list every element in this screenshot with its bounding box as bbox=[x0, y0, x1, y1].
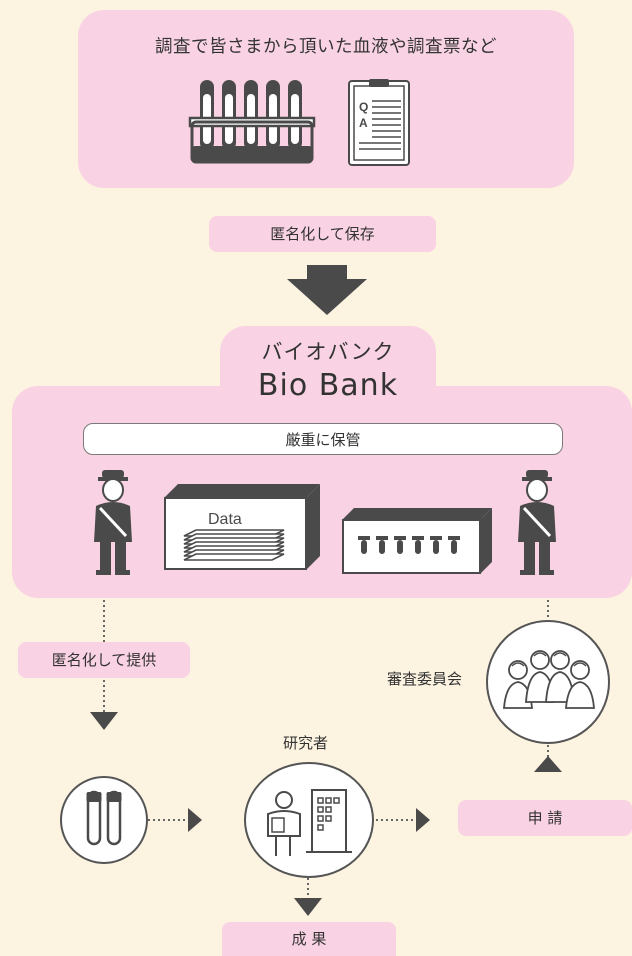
question-mark-q: Q bbox=[359, 100, 368, 114]
down-arrow-icon bbox=[287, 265, 367, 315]
arrow-down-to-sample bbox=[90, 712, 118, 730]
sample-tubes-icon bbox=[86, 790, 122, 846]
researcher-circle bbox=[244, 762, 374, 878]
arrow-right-to-researcher bbox=[188, 808, 202, 832]
anonymize-store-label: 匿名化して保存 bbox=[209, 216, 436, 252]
sample-tubes-circle bbox=[60, 776, 148, 864]
committee-meeting-icon bbox=[503, 650, 595, 709]
arrow-right-to-application bbox=[416, 808, 430, 832]
application-label: 申 請 bbox=[458, 800, 632, 836]
strict-storage-label: 厳重に保管 bbox=[83, 423, 563, 455]
biobank-tab bbox=[220, 326, 436, 416]
result-label: 成 果 bbox=[222, 922, 396, 956]
sample-source-box bbox=[78, 10, 574, 188]
sample-storage-box-icon bbox=[342, 508, 492, 574]
security-guard-icon bbox=[518, 470, 556, 575]
security-guard-icon bbox=[94, 470, 132, 575]
biobank-name-en: Bio Bank bbox=[257, 368, 399, 403]
answer-mark-a: A bbox=[359, 116, 368, 130]
arrow-down-to-result bbox=[294, 898, 322, 916]
sample-source-text: 調査で皆さまから頂いた血液や調査票など bbox=[155, 37, 497, 57]
data-label: Data bbox=[208, 511, 242, 528]
researcher-label: 研究者 bbox=[283, 734, 329, 752]
questionnaire-clipboard-icon: Q A bbox=[348, 79, 410, 166]
review-committee-label: 審査委員会 bbox=[387, 670, 463, 688]
anonymize-provide-label: 匿名化して提供 bbox=[18, 642, 190, 678]
researcher-icon bbox=[267, 789, 352, 856]
test-tube-rack-icon bbox=[188, 80, 316, 164]
review-committee-circle bbox=[486, 620, 610, 744]
arrow-up-to-committee bbox=[534, 756, 562, 772]
data-storage-box-icon: Data bbox=[164, 484, 320, 570]
biobank-name-jp: バイオバンク bbox=[261, 340, 395, 364]
